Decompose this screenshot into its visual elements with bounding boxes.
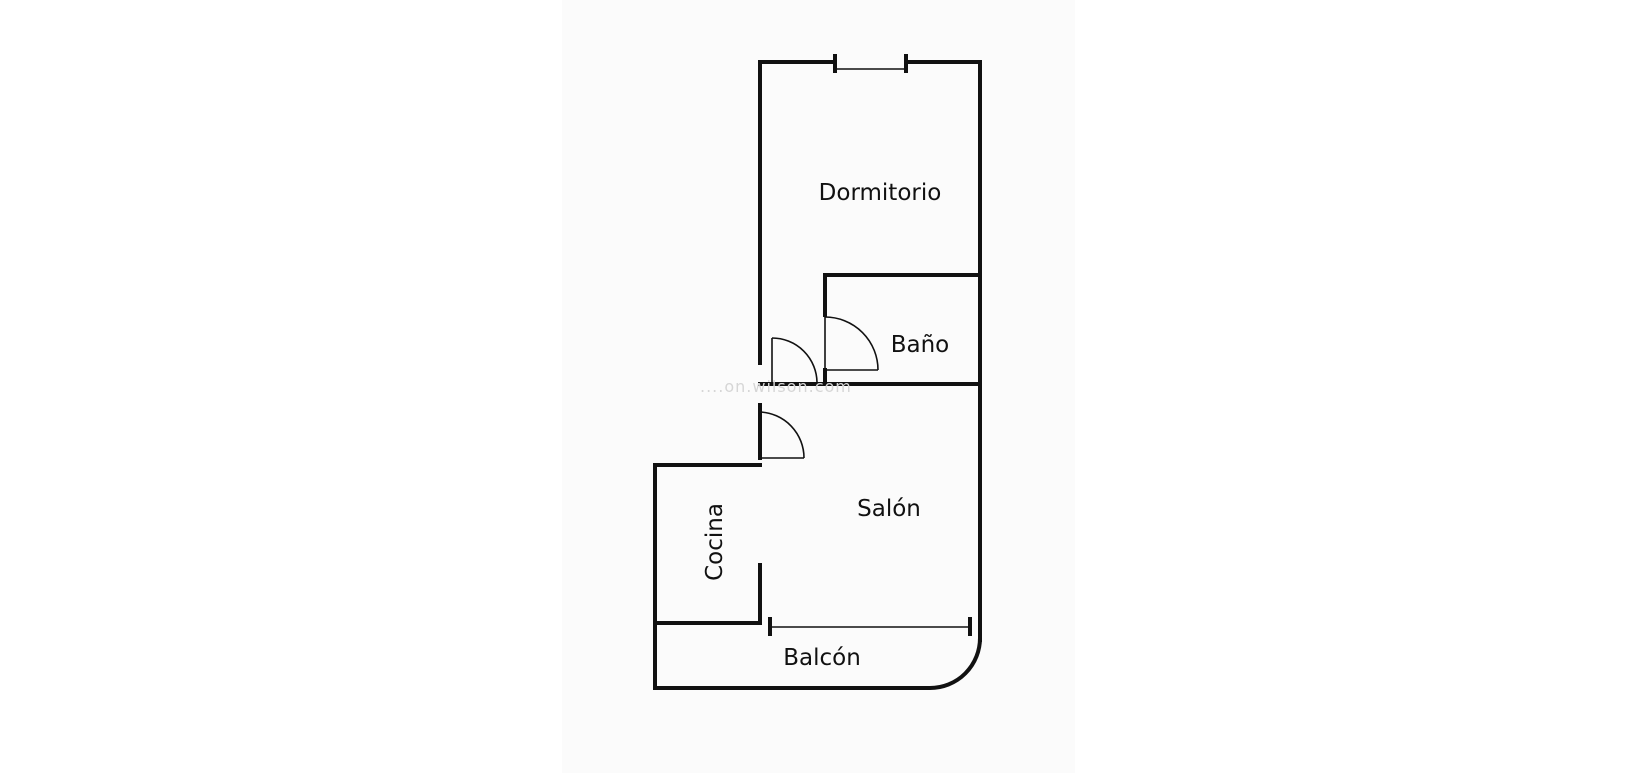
cocina-outer-wall xyxy=(653,463,762,690)
bano-door xyxy=(824,316,879,371)
right-exterior-wall xyxy=(904,60,982,642)
bano-walls xyxy=(758,273,980,386)
entrance-door xyxy=(759,410,805,459)
cocina-walls xyxy=(653,463,762,690)
room-label-balcon: Balcón xyxy=(783,645,861,671)
salon-balcon-window xyxy=(768,617,972,636)
dormitorio-door xyxy=(771,337,818,384)
balcon-walls xyxy=(653,635,983,690)
plan-background-panel xyxy=(562,0,1075,773)
room-label-cocina: Cocina xyxy=(702,503,728,581)
room-label-dormitorio: Dormitorio xyxy=(819,180,942,206)
room-label-bano: Baño xyxy=(891,332,950,358)
dormitorio-window xyxy=(833,54,908,73)
balcon-outer-wall xyxy=(653,635,983,690)
bano-top-wall xyxy=(823,273,980,317)
room-label-salon: Salón xyxy=(857,496,921,522)
dormitorio-top-left-wall xyxy=(758,60,837,365)
watermark-text: ....on.wilson.com xyxy=(700,377,852,396)
